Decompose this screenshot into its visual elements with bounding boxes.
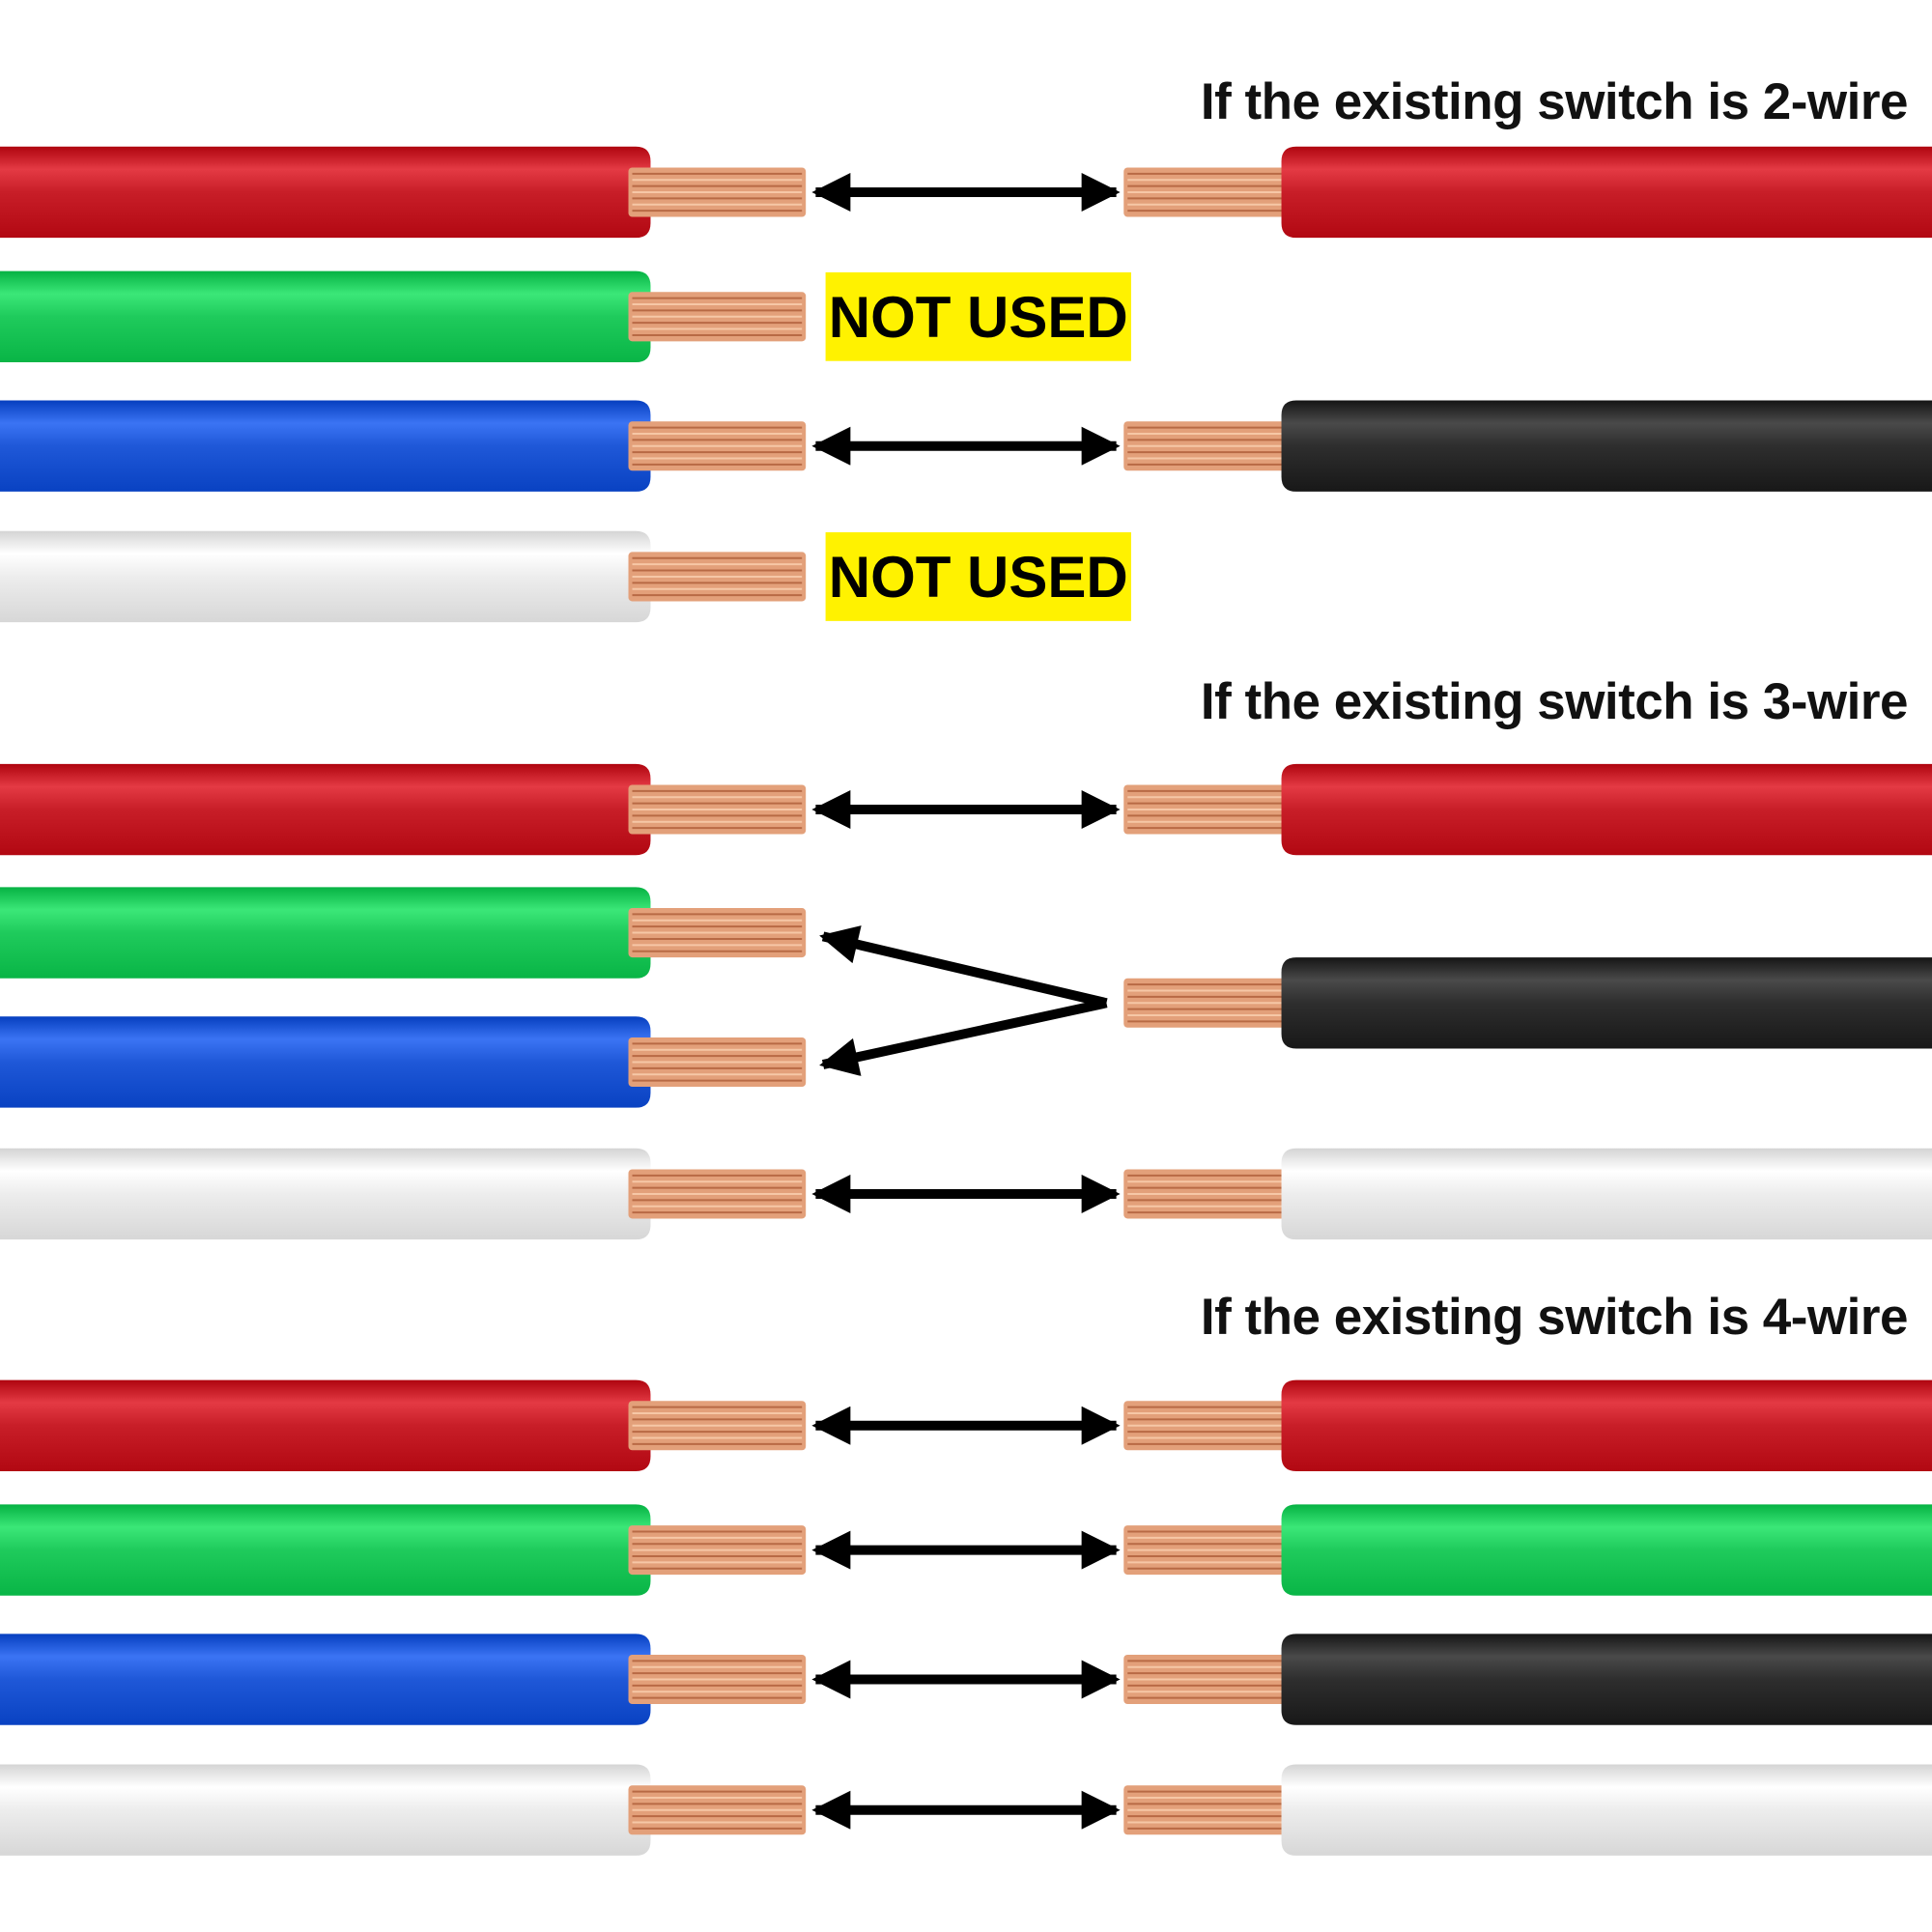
right-wire-red-copper <box>1123 784 1304 835</box>
left-wire-green-insulation <box>0 1504 651 1596</box>
wire-row <box>0 1634 1932 1725</box>
right-wire-black-copper <box>1123 1655 1304 1705</box>
right-wire-red-insulation <box>1281 1379 1932 1471</box>
right-wire-white-copper <box>1123 1785 1304 1835</box>
section-2 <box>0 763 1932 1240</box>
right-wire-red-copper <box>1123 167 1304 217</box>
right-wire-black-insulation <box>1281 400 1932 492</box>
fork-arrow <box>819 998 1108 1076</box>
left-wire-white-copper <box>628 1785 807 1835</box>
section-1-heading: If the existing switch is 2-wire <box>1201 73 1908 130</box>
left-wire-white-insulation <box>0 1764 651 1856</box>
right-wire-red-insulation <box>1281 763 1932 856</box>
wires-layer: NOT USED NOT USED <box>0 146 1932 1856</box>
wire-row <box>0 1504 1932 1596</box>
wire-row <box>0 998 1108 1108</box>
not-used-label: NOT USED <box>829 545 1128 610</box>
wire-row <box>0 1148 1932 1240</box>
not-used-badge-bg <box>825 532 1131 621</box>
section-2-heading: If the existing switch is 3-wire <box>1201 673 1908 730</box>
wire-row: NOT USED <box>0 270 1131 362</box>
left-wire-white-copper <box>628 1169 807 1219</box>
left-wire-green-insulation <box>0 887 651 979</box>
left-wire-red-copper <box>628 167 807 217</box>
wire-row <box>0 763 1932 856</box>
right-wire-white-insulation <box>1281 1148 1932 1240</box>
not-used-label: NOT USED <box>829 285 1128 350</box>
right-wire-red-insulation <box>1281 146 1932 239</box>
wire-row <box>0 1379 1932 1471</box>
right-wire-white-copper <box>1123 1169 1304 1219</box>
wire-row: NOT USED <box>0 530 1131 623</box>
section-3-heading: If the existing switch is 4-wire <box>1201 1289 1908 1346</box>
left-wire-blue-insulation <box>0 1634 651 1725</box>
left-wire-blue-insulation <box>0 400 651 492</box>
wire-row <box>0 887 1108 1009</box>
left-wire-green-copper <box>628 908 807 958</box>
left-wire-blue-copper <box>628 1655 807 1705</box>
right-wire-green-copper <box>1123 1525 1304 1576</box>
left-wire-green-copper <box>628 292 807 342</box>
right-wire-white-insulation <box>1281 1764 1932 1856</box>
left-wire-white-copper <box>628 552 807 602</box>
left-wire-white-insulation <box>0 1148 651 1240</box>
left-wire-blue-copper <box>628 421 807 471</box>
left-wire-red-copper <box>628 784 807 835</box>
left-wire-blue-copper <box>628 1037 807 1087</box>
right-wire-black-insulation <box>1281 957 1932 1049</box>
right-wire-green-insulation <box>1281 1504 1932 1596</box>
left-wire-red-copper <box>628 1401 807 1451</box>
wire-row <box>0 146 1932 239</box>
wire-row <box>0 1764 1932 1856</box>
left-wire-green-copper <box>628 1525 807 1576</box>
left-wire-red-insulation <box>0 1379 651 1471</box>
left-wire-white-insulation <box>0 530 651 623</box>
not-used-badge: NOT USED <box>825 532 1131 621</box>
right-wire-red-copper <box>1123 1401 1304 1451</box>
left-wire-red-insulation <box>0 763 651 856</box>
right-wire-black-copper <box>1123 421 1304 471</box>
wire-row <box>0 400 1932 492</box>
left-wire-red-insulation <box>0 146 651 239</box>
section-1: NOT USED NOT USED <box>0 146 1932 623</box>
right-wire-black-copper <box>1123 978 1304 1028</box>
left-wire-blue-insulation <box>0 1016 651 1108</box>
not-used-badge-bg <box>825 271 1131 361</box>
fork-arrow <box>819 925 1108 1009</box>
left-wire-green-insulation <box>0 270 651 362</box>
not-used-badge: NOT USED <box>825 271 1131 361</box>
section-3 <box>0 1379 1932 1856</box>
right-wire-black-insulation <box>1281 1634 1932 1725</box>
